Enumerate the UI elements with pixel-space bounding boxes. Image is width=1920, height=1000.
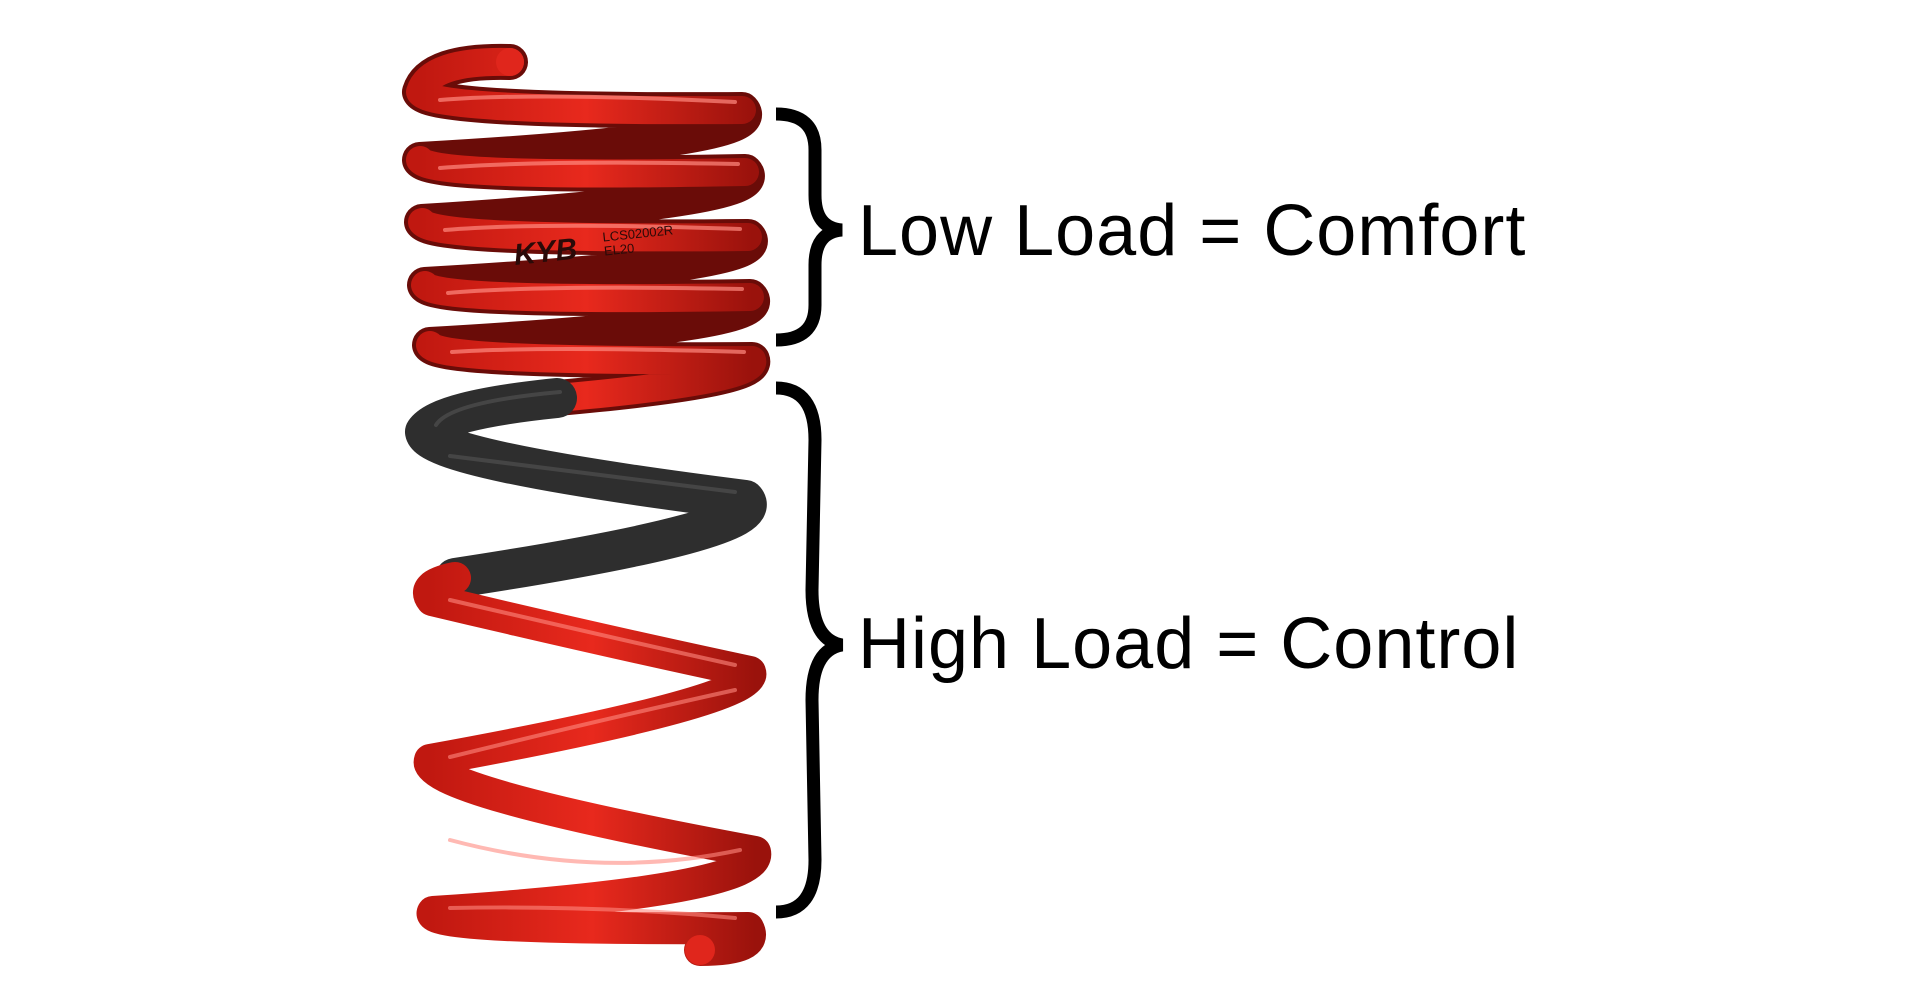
spring-lower-coils <box>413 562 772 966</box>
spring-markings: KYB LCS02002R EL20 <box>512 222 674 272</box>
coil-spring <box>402 43 772 966</box>
spring-brand-marking: KYB <box>512 233 578 272</box>
spring-top-end-cap <box>496 48 524 76</box>
spring-highlight <box>438 94 746 354</box>
spring-upper-coils-front <box>406 47 767 412</box>
spring-code: EL20 <box>603 240 635 258</box>
brace-low-load <box>775 107 843 347</box>
high-load-label: High Load = Control <box>858 604 1520 684</box>
brace-high-load <box>775 381 844 919</box>
low-load-label: Low Load = Comfort <box>858 191 1527 271</box>
spring-end-cap <box>685 935 715 965</box>
spring-part-number: LCS02002R <box>602 222 674 244</box>
